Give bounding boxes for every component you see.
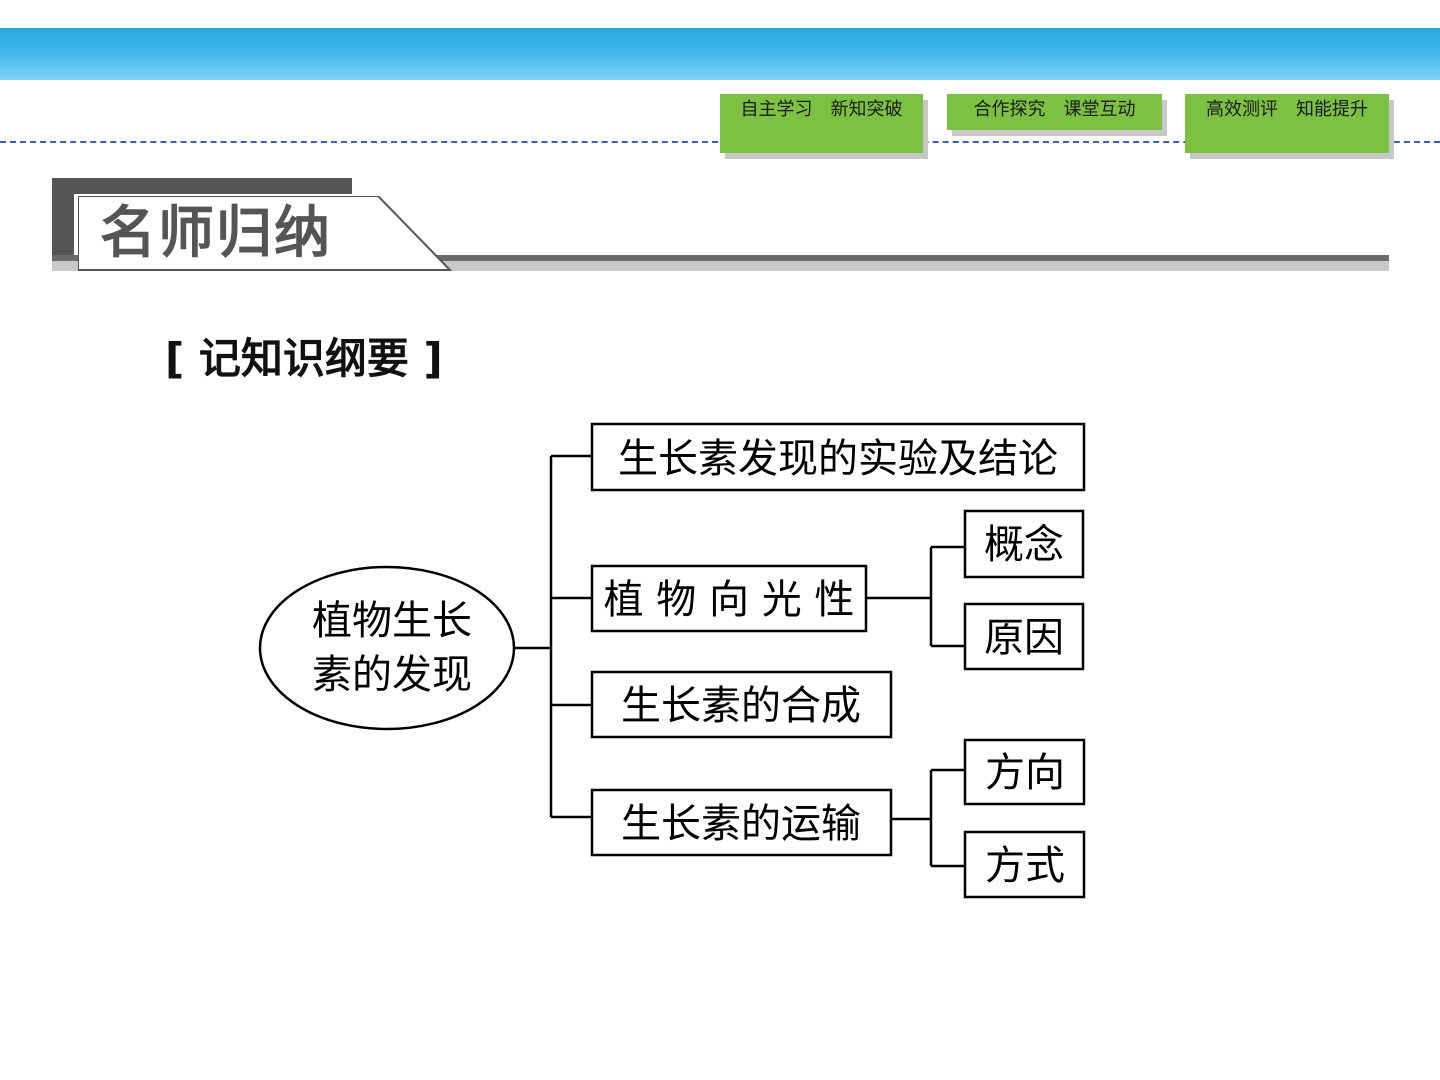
section-header-bar [52, 178, 352, 194]
sub-connectors [866, 545, 965, 868]
branch-label-synthesis: 生长素的合成 [621, 683, 861, 729]
section-header-bar-left [52, 178, 74, 270]
nav-button-self-study[interactable]: 自主学习 新知突破 [720, 94, 923, 153]
section-underline-light [52, 261, 1389, 271]
branch-box-experiments [590, 422, 1086, 492]
leaf-box-concept [963, 509, 1085, 579]
branch-label-phototropism: 植 物 向 光 性 [604, 577, 855, 623]
nav-button-assessment[interactable]: 高效测评 知能提升 [1185, 94, 1389, 153]
leaf-label-concept: 概念 [984, 522, 1064, 568]
leaf-label-cause: 原因 [984, 615, 1064, 661]
leaf-box-mode [963, 830, 1086, 899]
section-underline [52, 255, 1389, 261]
leaf-box-cause [963, 602, 1085, 671]
section-title: 名师归纳 [100, 201, 332, 266]
root-node [258, 565, 516, 731]
trunk-connectors [514, 454, 592, 819]
root-line1: 植物生长 [312, 598, 472, 644]
leaf-label-mode: 方式 [985, 843, 1065, 889]
branch-box-synthesis [590, 670, 893, 739]
nav-button-cooperative-inquiry[interactable]: 合作探究 课堂互动 [947, 94, 1162, 130]
root-line2: 素的发现 [312, 652, 472, 698]
leaf-label-direction: 方向 [985, 750, 1065, 796]
section-tab-shape [78, 196, 453, 271]
branch-label-experiments: 生长素发现的实验及结论 [618, 436, 1058, 482]
branch-box-phototropism [590, 564, 868, 633]
leaf-box-direction [963, 738, 1086, 806]
subheading: [ 记知识纲要 ] [165, 334, 443, 383]
header-band [0, 28, 1440, 80]
branch-label-transport: 生长素的运输 [621, 801, 861, 847]
branch-box-transport [590, 788, 893, 857]
